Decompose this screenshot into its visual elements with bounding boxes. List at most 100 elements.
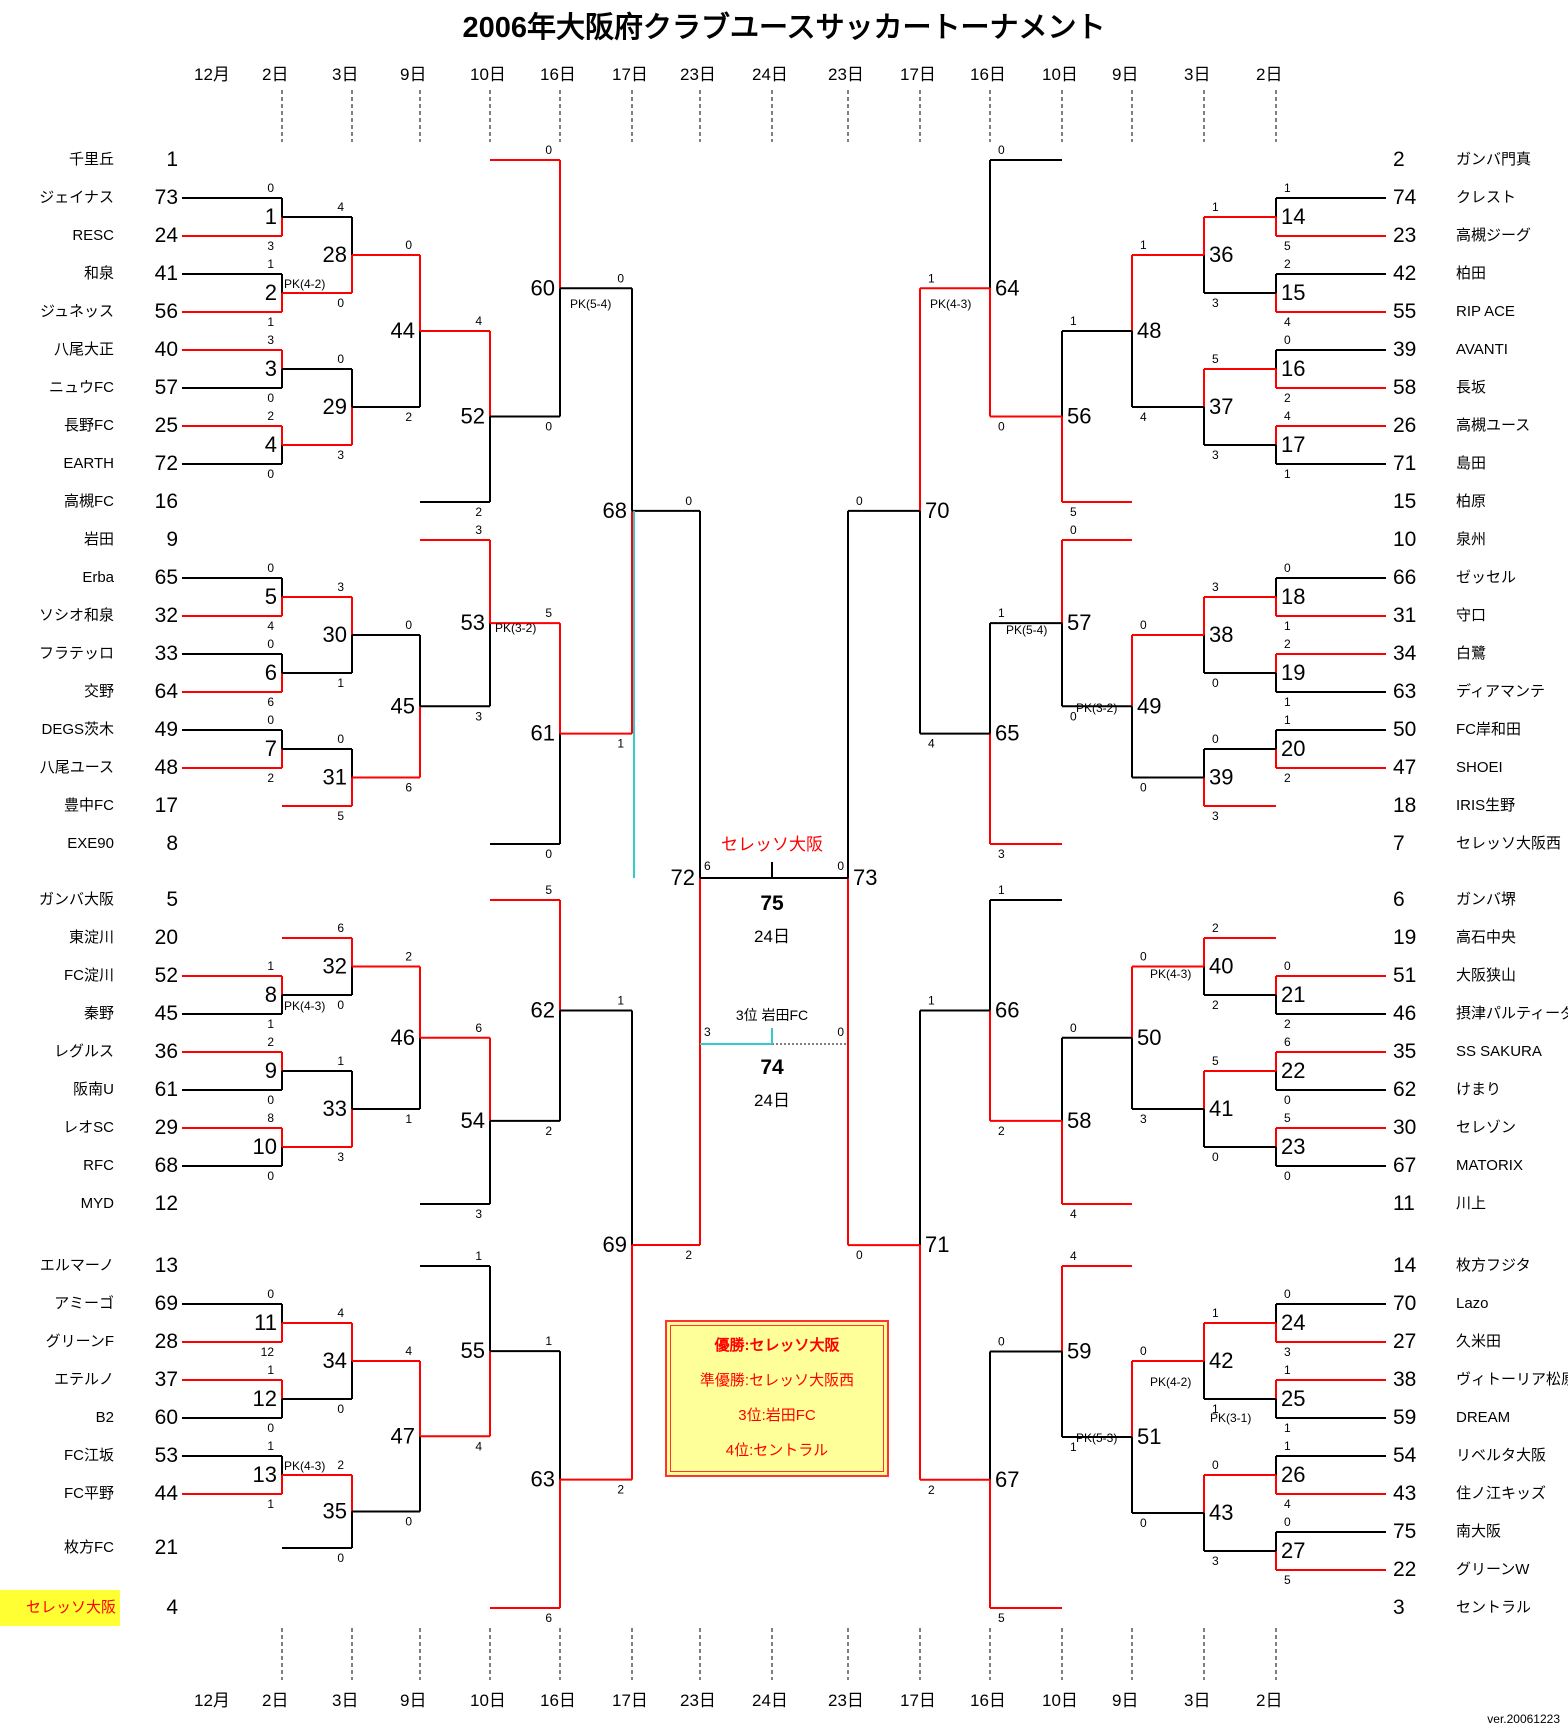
match-number: 9 — [265, 1058, 277, 1083]
score: 0 — [1140, 781, 1147, 795]
match-number: 49 — [1137, 693, 1161, 718]
date-label: 24日 — [752, 1691, 788, 1710]
seed-number: 8 — [166, 832, 178, 855]
score: 3 — [1212, 1554, 1219, 1568]
match-number: 37 — [1209, 394, 1233, 419]
team-name: ガンバ大阪 — [38, 891, 114, 908]
match-number: 36 — [1209, 242, 1233, 267]
score: 0 — [405, 238, 412, 252]
match-number: 6 — [265, 660, 277, 685]
score: 2 — [267, 1035, 274, 1049]
score: 2 — [1284, 637, 1291, 651]
team-name: 南大阪 — [1456, 1523, 1502, 1540]
pk-label: PK(4-2) — [1150, 1375, 1191, 1389]
team-name: ゼッセル — [1456, 569, 1517, 586]
match-number: 16 — [1281, 356, 1305, 381]
score: 0 — [1284, 1169, 1291, 1183]
score: 1 — [1212, 1306, 1219, 1320]
team-name: グリーンW — [1456, 1561, 1530, 1578]
score: 6 — [545, 1611, 552, 1625]
team-name: ディアマンテ — [1456, 683, 1545, 700]
match-number: 32 — [323, 954, 347, 979]
third-place-date: 24日 — [754, 1091, 790, 1110]
team-name: セレッソ大阪 — [0, 1590, 120, 1626]
score: 0 — [1284, 959, 1291, 973]
date-label: 17日 — [900, 65, 936, 84]
pk-label: PK(3-2) — [1076, 701, 1117, 715]
match-number: 42 — [1209, 1348, 1233, 1373]
score: 5 — [545, 883, 552, 897]
match-number: 60 — [531, 275, 555, 300]
score: 0 — [1140, 1344, 1147, 1358]
match-number: 62 — [531, 997, 555, 1022]
score: 3 — [337, 448, 344, 462]
seed-number: 25 — [154, 414, 178, 437]
seed-number: 52 — [154, 964, 178, 987]
team-name: 高槻ユース — [1456, 417, 1531, 434]
score: 0 — [1284, 561, 1291, 575]
team-name: フラテッロ — [38, 645, 114, 662]
score: 5 — [1284, 1573, 1291, 1587]
seed-number: 37 — [154, 1368, 178, 1391]
score: 0 — [267, 561, 274, 575]
match-number: 33 — [323, 1096, 347, 1121]
match-number: 43 — [1209, 1500, 1233, 1525]
team-name: MYD — [80, 1195, 114, 1212]
score: 0 — [337, 1551, 344, 1565]
match-number: 73 — [853, 865, 877, 890]
team-name: DREAM — [1456, 1409, 1511, 1426]
team-name: RESC — [72, 227, 114, 244]
team-name: 交野 — [83, 683, 114, 700]
score: 1 — [267, 1439, 274, 1453]
score: 2 — [405, 950, 412, 964]
team-name: 大阪狭山 — [1456, 967, 1517, 984]
score: 0 — [1070, 709, 1077, 723]
team-name: Lazo — [1456, 1295, 1489, 1312]
score: 0 — [617, 271, 624, 285]
score: 4 — [267, 619, 274, 633]
score: 0 — [337, 732, 344, 746]
score: 6 — [405, 781, 412, 795]
score: 0 — [856, 494, 863, 508]
score: 1 — [998, 883, 1005, 897]
date-label: 2日 — [262, 65, 289, 84]
version-label: ver.20061223 — [1487, 1712, 1560, 1726]
date-label: 10日 — [1042, 1691, 1078, 1710]
score: 4 — [405, 1344, 412, 1358]
score: 3 — [1212, 296, 1219, 310]
seed-number: 61 — [154, 1078, 178, 1101]
team-name: SS SAKURA — [1456, 1043, 1542, 1060]
score: 1 — [545, 1334, 552, 1348]
score: 1 — [998, 606, 1005, 620]
date-label: 17日 — [612, 65, 648, 84]
seed-number: 4 — [166, 1596, 178, 1619]
final-match-number: 75 — [760, 892, 784, 915]
seed-number: 66 — [1393, 566, 1417, 589]
score: 1 — [1070, 314, 1077, 328]
score: 0 — [1284, 1287, 1291, 1301]
score: 4 — [1070, 1207, 1077, 1221]
date-label: 23日 — [680, 65, 716, 84]
score: 0 — [267, 467, 274, 481]
match-number: 68 — [603, 498, 627, 523]
match-number: 55 — [461, 1338, 485, 1363]
seed-number: 51 — [1393, 964, 1417, 987]
seed-number: 59 — [1393, 1406, 1417, 1429]
score: 4 — [337, 200, 344, 214]
score: 5 — [1212, 352, 1219, 366]
score: 0 — [1140, 950, 1147, 964]
date-label: 2日 — [1256, 1691, 1283, 1710]
score: 3 — [475, 523, 482, 537]
score: 0 — [998, 1335, 1005, 1349]
date-label: 9日 — [400, 65, 427, 84]
seed-number: 17 — [154, 794, 178, 817]
match-number: 15 — [1281, 280, 1305, 305]
score: 4 — [928, 737, 935, 751]
score: 2 — [928, 1483, 935, 1497]
team-name: MATORIX — [1456, 1157, 1523, 1174]
match-number: 5 — [265, 584, 277, 609]
score: 1 — [1284, 695, 1291, 709]
date-label: 16日 — [540, 1691, 576, 1710]
match-number: 4 — [265, 432, 277, 457]
seed-number: 22 — [1393, 1558, 1417, 1581]
